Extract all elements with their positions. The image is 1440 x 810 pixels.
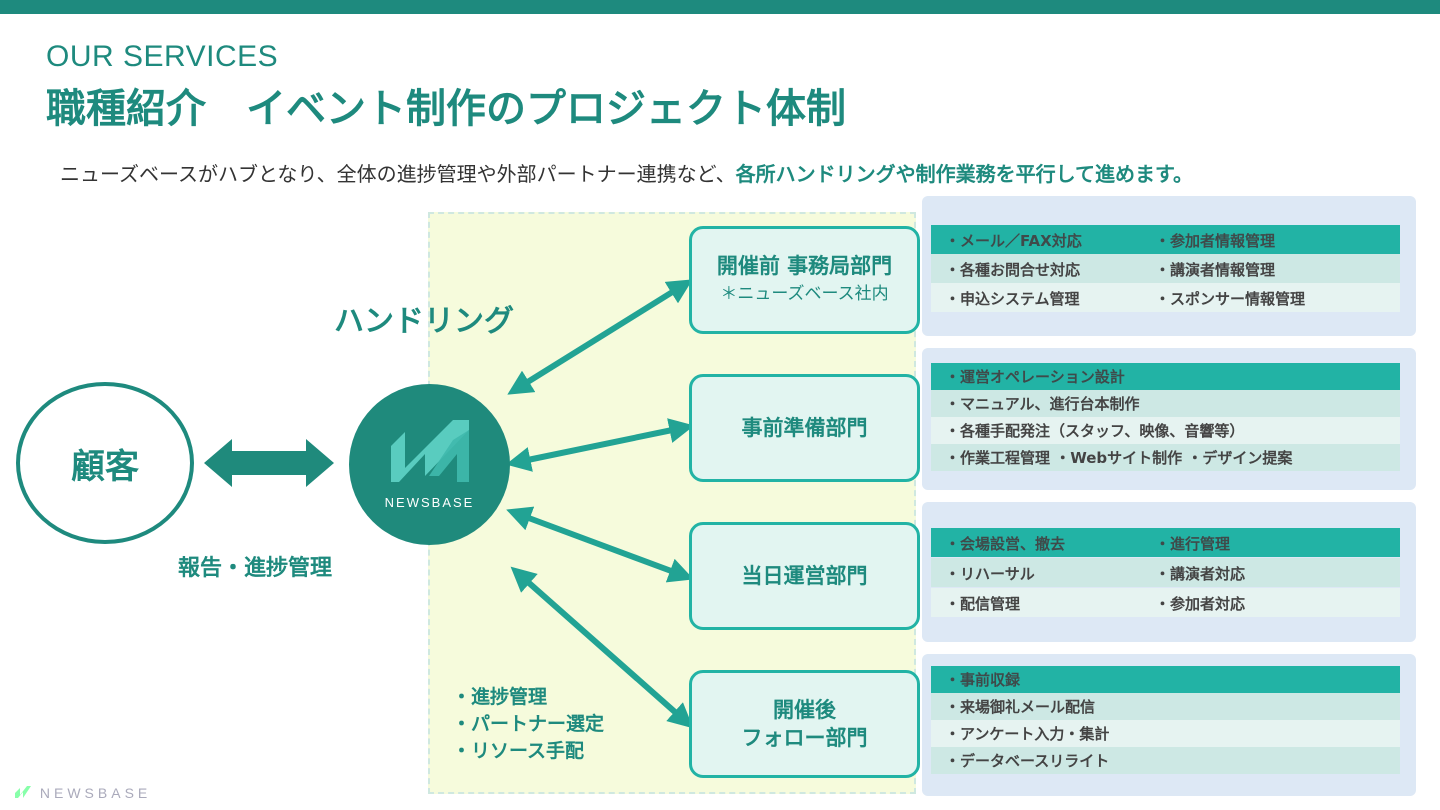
section-eyebrow: OUR SERVICES <box>46 40 279 73</box>
footer-brand: NEWSBASE <box>14 784 151 801</box>
dept-name-line2: フォロー部門 <box>741 726 868 750</box>
panel-row: ・マニュアル、進行台本制作 <box>931 390 1400 417</box>
hub-task-item: ・パートナー選定 <box>452 713 605 735</box>
panel-row: ・作業工程管理 ・Webサイト制作 ・デザイン提案 <box>931 444 1400 471</box>
panel-cell: ・講演者対応 <box>1155 565 1246 583</box>
newsbase-small-logo-icon <box>15 786 31 798</box>
panel-cell: ・メール／FAX対応 <box>945 232 1082 250</box>
panel-cell: ・事前収録 <box>945 671 1021 689</box>
panel-cell: ・進行管理 <box>1155 535 1231 553</box>
panel-cell: ・スポンサー情報管理 <box>1155 290 1306 308</box>
panel-pre-event: ・メール／FAX対応 ・参加者情報管理 ・各種お問合せ対応 ・講演者情報管理 ・… <box>922 196 1416 336</box>
panel-row: ・申込システム管理 ・スポンサー情報管理 <box>931 283 1400 312</box>
footer-brand-text: NEWSBASE <box>39 785 152 801</box>
panel-row: ・メール／FAX対応 ・参加者情報管理 <box>931 225 1400 254</box>
dept-name-line1: 開催後 <box>773 698 836 722</box>
panel-post-event: ・事前収録 ・来場御礼メール配信 ・アンケート入力・集計 ・データベースリライト <box>922 654 1416 796</box>
panel-cell: ・配信管理 <box>945 595 1021 613</box>
panel-row: ・事前収録 <box>931 666 1400 693</box>
panel-cell: ・アンケート入力・集計 <box>945 725 1110 743</box>
hub-task-item: ・進捗管理 <box>452 686 548 708</box>
panel-event-day: ・会場設営、撤去 ・進行管理 ・リハーサル ・講演者対応 ・配信管理 ・参加者対… <box>922 502 1416 642</box>
hub-logo-text: NEWSBASE <box>384 495 475 510</box>
panel-cell: ・参加者対応 <box>1155 595 1246 613</box>
top-accent-bar <box>0 0 1440 14</box>
panel-cell: ・マニュアル、進行台本制作 <box>945 395 1140 413</box>
newsbase-mark-icon <box>391 420 469 482</box>
dept-name: 開催前 事務局部門 <box>716 254 893 278</box>
panel-row: ・データベースリライト <box>931 747 1400 774</box>
customer-hub-double-arrow <box>204 439 334 487</box>
panel-cell: ・参加者情報管理 <box>1155 232 1276 250</box>
panel-cell: ・会場設営、撤去 <box>945 535 1066 553</box>
hub-task-list: ・進捗管理 ・パートナー選定 ・リソース手配 <box>452 684 604 765</box>
panel-cell: ・申込システム管理 <box>945 290 1080 308</box>
customer-circle: 顧客 <box>16 382 194 544</box>
dept-post-event-followup: 開催後 フォロー部門 <box>689 670 920 778</box>
dept-pre-event-secretariat: 開催前 事務局部門 ＊ニューズベース社内 <box>689 226 920 334</box>
page-title: 職種紹介 イベント制作のプロジェクト体制 <box>46 86 846 132</box>
dept-name: 事前準備部門 <box>741 416 868 440</box>
arrow-dept-3 <box>506 506 694 583</box>
dept-preparation: 事前準備部門 <box>689 374 920 482</box>
panel-row: ・運営オペレーション設計 <box>931 363 1400 390</box>
dept-name: 当日運営部門 <box>741 564 868 588</box>
arrow-dept-2 <box>505 418 695 472</box>
dept-event-day: 当日運営部門 <box>689 522 920 630</box>
panel-cell: ・リハーサル <box>945 565 1035 583</box>
arrow-dept-4 <box>510 566 694 729</box>
panel-preparation: ・運営オペレーション設計 ・マニュアル、進行台本制作 ・各種手配発注（スタッフ、… <box>922 348 1416 490</box>
lead-plain: ニューズベースがハブとなり、全体の進捗管理や外部パートナー連携など、 <box>60 162 736 186</box>
lead-text: ニューズベースがハブとなり、全体の進捗管理や外部パートナー連携など、各所ハンドリ… <box>60 158 1193 187</box>
lead-highlight: 各所ハンドリングや制作業務を平行して進めます。 <box>735 162 1194 186</box>
panel-row: ・来場御礼メール配信 <box>931 693 1400 720</box>
dept-note: ＊ニューズベース社内 <box>720 284 889 304</box>
customer-label: 顧客 <box>71 446 139 487</box>
panel-row: ・リハーサル ・講演者対応 <box>931 558 1400 587</box>
panel-row: ・配信管理 ・参加者対応 <box>931 588 1400 617</box>
panel-row: ・会場設営、撤去 ・進行管理 <box>931 528 1400 557</box>
hub-task-item: ・リソース手配 <box>452 740 585 762</box>
arrow-dept-1 <box>507 279 693 395</box>
handling-label: ハンドリング <box>334 304 514 339</box>
newsbase-hub-logo: NEWSBASE <box>349 384 510 545</box>
panel-cell: ・各種手配発注（スタッフ、映像、音響等） <box>945 422 1245 440</box>
panel-row: ・各種手配発注（スタッフ、映像、音響等） <box>931 417 1400 444</box>
panel-cell: ・各種お問合せ対応 <box>945 261 1081 279</box>
panel-cell: ・作業工程管理 ・Webサイト制作 ・デザイン提案 <box>945 449 1293 467</box>
panel-row: ・各種お問合せ対応 ・講演者情報管理 <box>931 254 1400 283</box>
panel-cell: ・来場御礼メール配信 <box>945 698 1096 716</box>
report-label: 報告・進捗管理 <box>178 556 333 581</box>
panel-cell: ・データベースリライト <box>945 752 1110 770</box>
panel-cell: ・講演者情報管理 <box>1155 261 1276 279</box>
panel-cell: ・運営オペレーション設計 <box>945 368 1125 386</box>
panel-row: ・アンケート入力・集計 <box>931 720 1400 747</box>
